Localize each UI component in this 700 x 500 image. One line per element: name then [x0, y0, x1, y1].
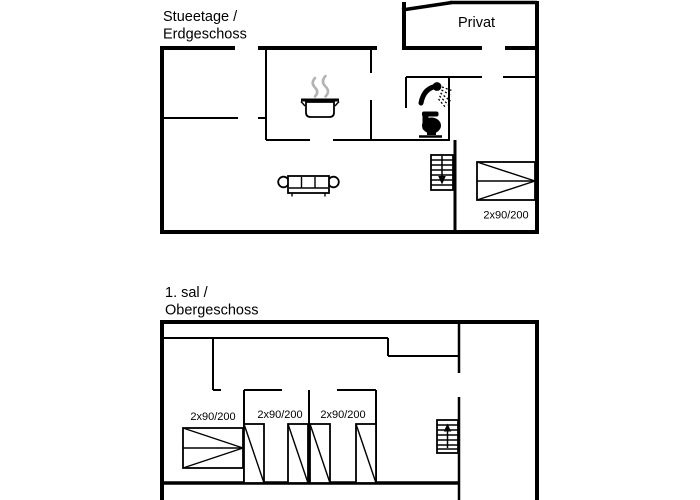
single-bed-icon	[355, 423, 377, 484]
upper-floor-title-line1: 1. sal /	[165, 285, 209, 301]
single-bed-icon	[309, 423, 331, 484]
upper-floor-bed-size-label-3: 2x90/200	[320, 409, 365, 421]
stairs-up-icon	[436, 419, 459, 454]
upper-floor-title-line2: Obergeschoss	[165, 303, 259, 319]
upper-floor-bed-size-label-2: 2x90/200	[257, 409, 302, 421]
upper-floor-bed-size-label-1: 2x90/200	[190, 411, 235, 423]
ground-floor-bed-size-label: 2x90/200	[483, 210, 528, 222]
ground-floor-title-line1: Stueetage /	[163, 9, 238, 25]
upper-floor-plan: 1. sal / Obergeschoss 2x90/200 2x90/200 …	[160, 285, 539, 500]
single-bed-icon	[243, 423, 265, 484]
ground-floor-outer-walls	[160, 1, 539, 234]
single-bed-icon	[287, 423, 309, 484]
stairs-down-icon	[430, 154, 454, 191]
double-bed-icon	[476, 161, 536, 201]
ground-floor-interior-walls	[160, 48, 537, 232]
privat-annex-walls	[401, 0, 537, 50]
privat-room-label: Privat	[458, 15, 495, 31]
cooking-pot-icon	[300, 74, 340, 118]
shower-icon	[418, 82, 454, 109]
ground-floor-plan: Stueetage / Erdgeschoss Privat 2x90/200	[160, 0, 539, 234]
toilet-icon	[419, 111, 442, 138]
sofa-icon	[277, 175, 340, 197]
double-bed-icon	[182, 427, 244, 469]
ground-floor-title-line2: Erdgeschoss	[163, 27, 247, 43]
